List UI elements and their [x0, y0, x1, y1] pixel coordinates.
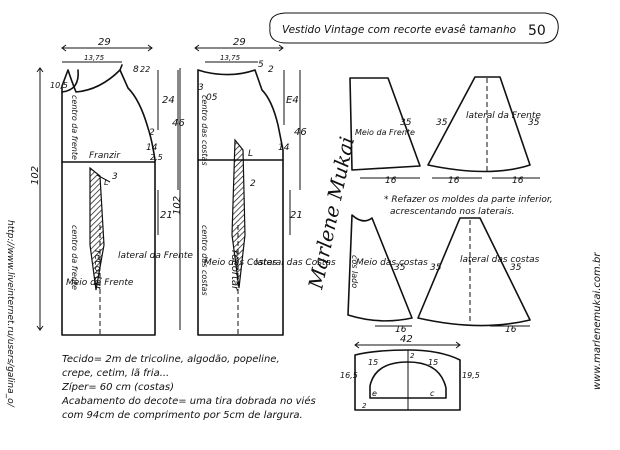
front-neck-b: 22	[140, 65, 150, 74]
skirt-front-hem-a: 16	[385, 176, 397, 186]
back-width-top: 29	[233, 37, 246, 48]
skirt-back-seam-a: 35	[394, 263, 406, 273]
back-bust-side: 46	[294, 127, 307, 138]
front-dart-top: 2	[149, 128, 155, 138]
skirt-front-seam-c: 35	[528, 118, 540, 128]
front-skirt-len: 21	[160, 210, 173, 221]
notes-line4: Acabamento do decote= uma tira dobrada n…	[61, 395, 316, 407]
front-width-top: 29	[98, 37, 111, 48]
facing-d: 2	[362, 402, 367, 410]
front-dart-low: 14	[146, 143, 158, 153]
back-length: 102	[172, 196, 183, 215]
facing-c: c	[430, 389, 435, 398]
notes-line5: com 94cm de comprimento por 5cm de largu…	[62, 410, 303, 421]
site-url-right: www.marlenemukai.com.br	[592, 252, 603, 390]
redo-note-line1: * Refazer os moldes da parte inferior,	[384, 195, 553, 205]
back-center-label-low: centro das costas	[200, 225, 209, 296]
title-size: 50	[528, 23, 546, 39]
back-center-label: centro das costas	[200, 95, 209, 166]
neck-facing-pattern: 42 16,5 19,5 15 15 e c 2 2	[340, 334, 480, 411]
notes-line3: Zíper= 60 cm (costas)	[61, 381, 174, 393]
front-mark-a: L	[104, 178, 108, 187]
back-neck-b: 5	[258, 60, 264, 70]
skirt-back-hem-a: 16	[395, 325, 407, 335]
materials-notes: Tecido= 2m de tricoline, algodão, popeli…	[61, 354, 316, 421]
skirt-back-seam-c: 35	[510, 263, 522, 273]
front-shoulder-left: 10,5	[50, 81, 68, 90]
skirt-front-mid: Meio da Frente	[355, 128, 415, 137]
skirt-back-lat: lateral das costas	[460, 255, 540, 265]
front-neck-a: 8	[133, 65, 139, 75]
skirt-front-pattern: Meio da Frente 35 16 lateral da Frente 3…	[349, 76, 541, 186]
facing-width: 42	[400, 334, 413, 345]
back-mark-b: 2	[250, 179, 256, 189]
front-armhole: 24	[162, 95, 175, 106]
skirt-back-fold: cos lado	[350, 255, 359, 288]
back-neck-c: 2	[268, 65, 274, 75]
back-neck-a: 3	[198, 83, 204, 93]
title-banner: Vestido Vintage com recorte evasê tamanh…	[269, 12, 559, 44]
facing-a: 15	[368, 358, 378, 367]
back-recortar: recortar	[229, 250, 240, 291]
front-bust-side: 46	[172, 118, 185, 129]
back-skirt-len: 21	[290, 210, 303, 221]
skirt-back-seam-b: 35	[430, 263, 442, 273]
facing-right-h: 19,5	[462, 371, 480, 380]
notes-line2: crepe, cetim, lã fria...	[62, 368, 169, 379]
skirt-front-hem-c: 16	[512, 176, 524, 186]
skirt-front-seam-a: 35	[400, 118, 412, 128]
skirt-front-seam-b: 35	[436, 118, 448, 128]
skirt-back-pattern: Meio das costas 35 cos lado 16 lateral d…	[347, 214, 540, 335]
notes-line1: Tecido= 2m de tricoline, algodão, popeli…	[62, 354, 280, 365]
front-frenzir: Franzir	[89, 151, 121, 161]
front-seam: 2,5	[150, 153, 163, 162]
front-center-label: centro da frente	[70, 95, 79, 160]
back-offset: 05	[206, 93, 218, 103]
front-center-label-low: centro da frente	[70, 225, 79, 290]
front-piece-b: lateral da Frente	[118, 251, 193, 261]
back-piece-a: Meio das Costas	[204, 258, 277, 268]
back-bodice-pattern: 29 13,75 102 05 3 5 2 E4 46 14 21 L 2 ce…	[172, 37, 336, 336]
skirt-back-hem-b: 16	[505, 325, 517, 335]
front-shoulder-width: 13,75	[84, 54, 105, 62]
back-armhole: E4	[286, 95, 299, 106]
front-mark-b: 3	[112, 172, 118, 182]
redo-note-line2: acrescentando nos laterais.	[390, 207, 515, 217]
front-length: 102	[30, 166, 41, 185]
skirt-back-mid: Meio das costas	[356, 258, 428, 268]
facing-b: 15	[428, 358, 438, 367]
source-url-left: http://www.liveinternet.ru/users/galina_…	[5, 220, 15, 408]
front-piece-a: Meio da Frente	[66, 278, 134, 288]
back-mark-a: L	[248, 149, 253, 159]
front-bodice-pattern: 29 13,75 102 10,5 8 22 24 46 2 14 2,5 21…	[30, 37, 193, 336]
title-text: Vestido Vintage com recorte evasê tamanh…	[282, 24, 516, 36]
front-recortar: recortar	[92, 250, 103, 291]
facing-e: e	[372, 389, 377, 398]
facing-left-h: 16,5	[340, 371, 358, 380]
skirt-front-lat: lateral da Frente	[466, 111, 541, 121]
facing-mid: 2	[410, 352, 415, 360]
back-piece-b: lateral das Costas	[255, 258, 336, 268]
back-shoulder-width: 13,75	[220, 54, 241, 62]
skirt-front-hem-b: 16	[448, 176, 460, 186]
back-dart-low: 14	[278, 143, 290, 153]
